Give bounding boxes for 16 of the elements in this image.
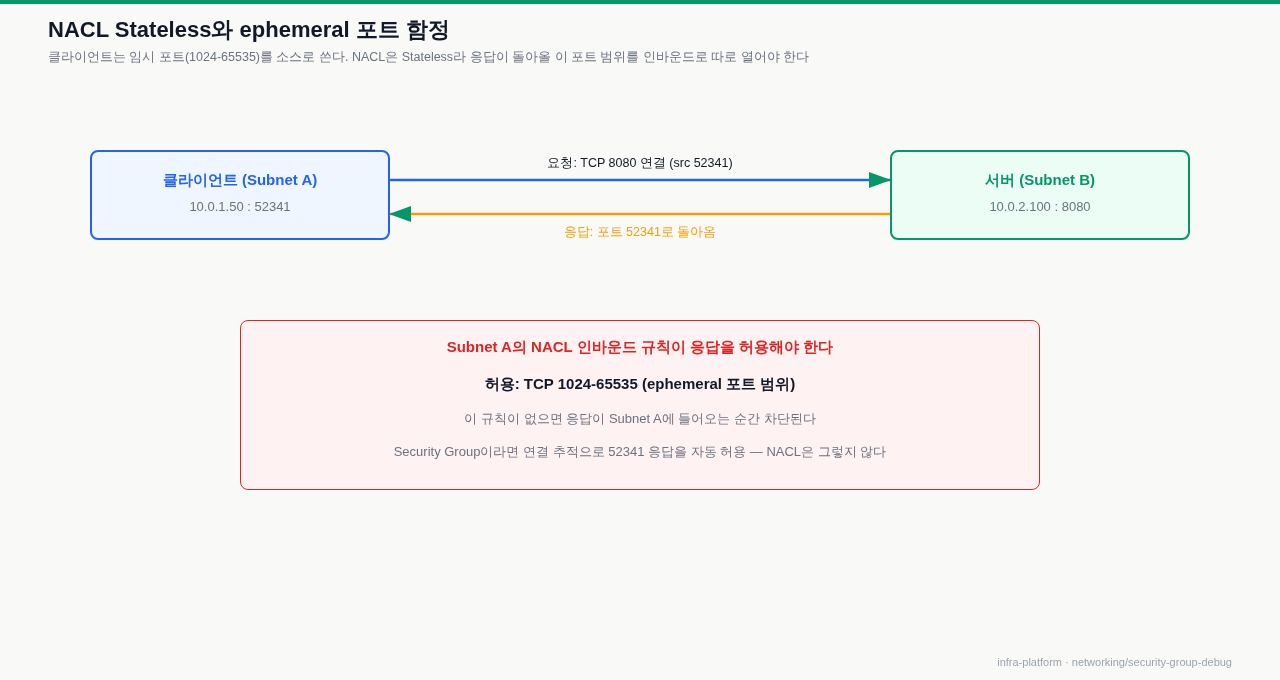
node-heading: 클라이언트 (Subnet A) [162,170,318,190]
arrow [389,206,890,222]
host-box [890,150,1190,240]
footer-text: infra-platform · networking/security-group-debug [997,655,1232,670]
warning-panel [240,320,1040,490]
arrow [390,172,891,188]
subtitle: 클라이언트는 임시 포트(1024-65535)를 소스로 쓴다. NACL은 Stateless라 응답이 돌아올 이 포트 범위를 인바운드로 따로 열어야 한다 [48,49,810,66]
node-heading: 서버 (Subnet B) [985,170,1095,190]
node-heading: Subnet A의 NACL 인바운드 규칙이 응답을 허용해야 한다 [446,337,834,357]
title: NACL Stateless와 ephemeral 포트 함정 [48,16,450,44]
host-box [90,150,390,240]
note-text: 이 규칙이 없으면 응답이 Subnet A에 들어오는 순간 차단된다 [464,410,816,428]
rule-text: 허용: TCP 1024-65535 (ephemeral 포트 범위) [484,374,796,394]
address-text: 10.0.2.100 : 8080 [989,198,1091,216]
address-text: 10.0.1.50 : 52341 [189,198,291,216]
note-text: Security Group이라면 연결 추적으로 52341 응답을 자동 허용 — NACL은 그렇지 않다 [393,443,887,461]
